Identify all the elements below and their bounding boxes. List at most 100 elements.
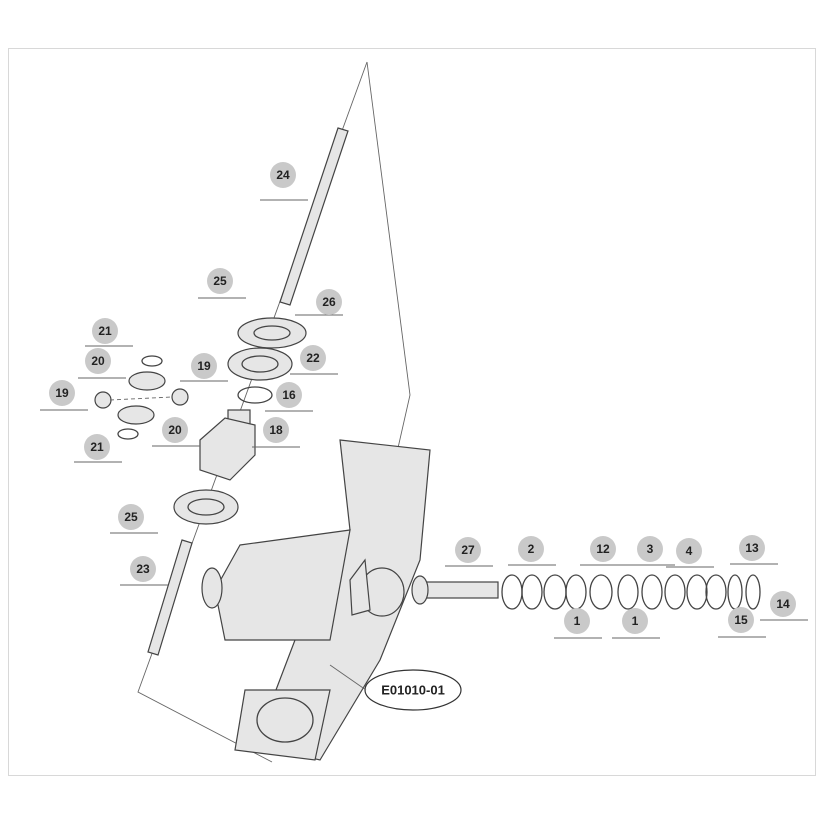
callout-12: 12: [590, 536, 616, 562]
callout-number: 1: [632, 614, 639, 628]
callout-bubble: [118, 504, 144, 530]
callout-bubble: [316, 289, 342, 315]
callout-bubble: [590, 536, 616, 562]
callout-bubble: [84, 434, 110, 460]
shaft-23: [147, 539, 193, 656]
ring: [686, 574, 708, 610]
callout-25: 25: [118, 504, 144, 530]
callout-number: 12: [596, 542, 610, 556]
ring: [543, 574, 567, 610]
callout-bubble: [263, 417, 289, 443]
callout-18: 18: [263, 417, 289, 443]
callout-number: 16: [282, 388, 296, 402]
callout-number: 14: [776, 597, 790, 611]
callout-bubble: [622, 608, 648, 634]
callout-number: 13: [745, 541, 759, 555]
washer-21-lower: [117, 428, 139, 440]
gear-20-lower: [117, 405, 155, 425]
callout-bubble: [300, 345, 326, 371]
callout-26: 26: [316, 289, 342, 315]
callout-bubble: [739, 535, 765, 561]
callout-number: 19: [55, 386, 69, 400]
callout-bubble: [770, 591, 796, 617]
callout-number: 1: [574, 614, 581, 628]
callout-number: 15: [734, 613, 748, 627]
callout-number: 23: [136, 562, 150, 576]
callout-14: 14: [770, 591, 796, 617]
callout-27: 27: [455, 537, 481, 563]
callout-number: 26: [322, 295, 336, 309]
diagram-frame: [8, 48, 816, 776]
callout-number: 19: [197, 359, 211, 373]
callout-bubble: [518, 536, 544, 562]
callout-19: 19: [191, 353, 217, 379]
circlip-16: [237, 386, 273, 404]
callout-number: 20: [168, 423, 182, 437]
callout-number: 21: [98, 324, 112, 338]
callout-number: 22: [306, 351, 320, 365]
callout-21: 21: [92, 318, 118, 344]
callout-1: 1: [622, 608, 648, 634]
callout-number: 4: [686, 544, 693, 558]
callout-bubble: [564, 608, 590, 634]
bushing-19: [94, 391, 112, 409]
ring: [589, 574, 613, 610]
ring: [617, 574, 639, 610]
callout-bubble: [676, 538, 702, 564]
callout-19: 19: [49, 380, 75, 406]
callout-number: 27: [461, 543, 475, 557]
callout-number: 20: [91, 354, 105, 368]
gear-18: [199, 409, 256, 481]
callout-bubble: [92, 318, 118, 344]
callout-number: 18: [269, 423, 283, 437]
callout-bubble: [130, 556, 156, 582]
callout-16: 16: [276, 382, 302, 408]
callout-bubble: [276, 382, 302, 408]
seal-lower: [173, 489, 239, 525]
callout-bubble: [49, 380, 75, 406]
title-badge-text: E01010-01: [381, 683, 445, 698]
ring-set: [501, 574, 761, 610]
callout-2: 2: [518, 536, 544, 562]
ring: [641, 574, 663, 610]
ring: [501, 574, 523, 610]
callout-bubble: [637, 536, 663, 562]
callout-bubble: [191, 353, 217, 379]
callout-20: 20: [85, 348, 111, 374]
callout-number: 3: [647, 542, 654, 556]
shaft-24: [279, 127, 349, 306]
callout-13: 13: [739, 535, 765, 561]
gearbox-housing: [201, 439, 431, 761]
callout-number: 2: [528, 542, 535, 556]
callout-20: 20: [162, 417, 188, 443]
callout-23: 23: [130, 556, 156, 582]
callout-number: 21: [90, 440, 104, 454]
callout-4: 4: [676, 538, 702, 564]
title-badge: E01010-01: [364, 669, 462, 711]
ring: [565, 574, 587, 610]
callout-15: 15: [728, 607, 754, 633]
callout-bubble: [207, 268, 233, 294]
bushing-19-right: [171, 388, 189, 406]
ring: [705, 574, 727, 610]
bearing-22: [227, 347, 293, 381]
callout-3: 3: [637, 536, 663, 562]
callout-number: 25: [213, 274, 227, 288]
leader-lines: [40, 199, 808, 639]
callout-number: 25: [124, 510, 138, 524]
callout-21: 21: [84, 434, 110, 460]
callout-bubble: [162, 417, 188, 443]
callout-24: 24: [270, 162, 296, 188]
callout-number: 24: [276, 168, 290, 182]
ring: [521, 574, 543, 610]
gear-20: [128, 371, 166, 391]
ring: [745, 574, 761, 610]
bearing-26: [237, 317, 307, 349]
ring: [664, 574, 686, 610]
callout-bubble: [455, 537, 481, 563]
callout-bubble: [728, 607, 754, 633]
callout-bubble: [85, 348, 111, 374]
ring: [727, 574, 743, 610]
callout-25: 25: [207, 268, 233, 294]
